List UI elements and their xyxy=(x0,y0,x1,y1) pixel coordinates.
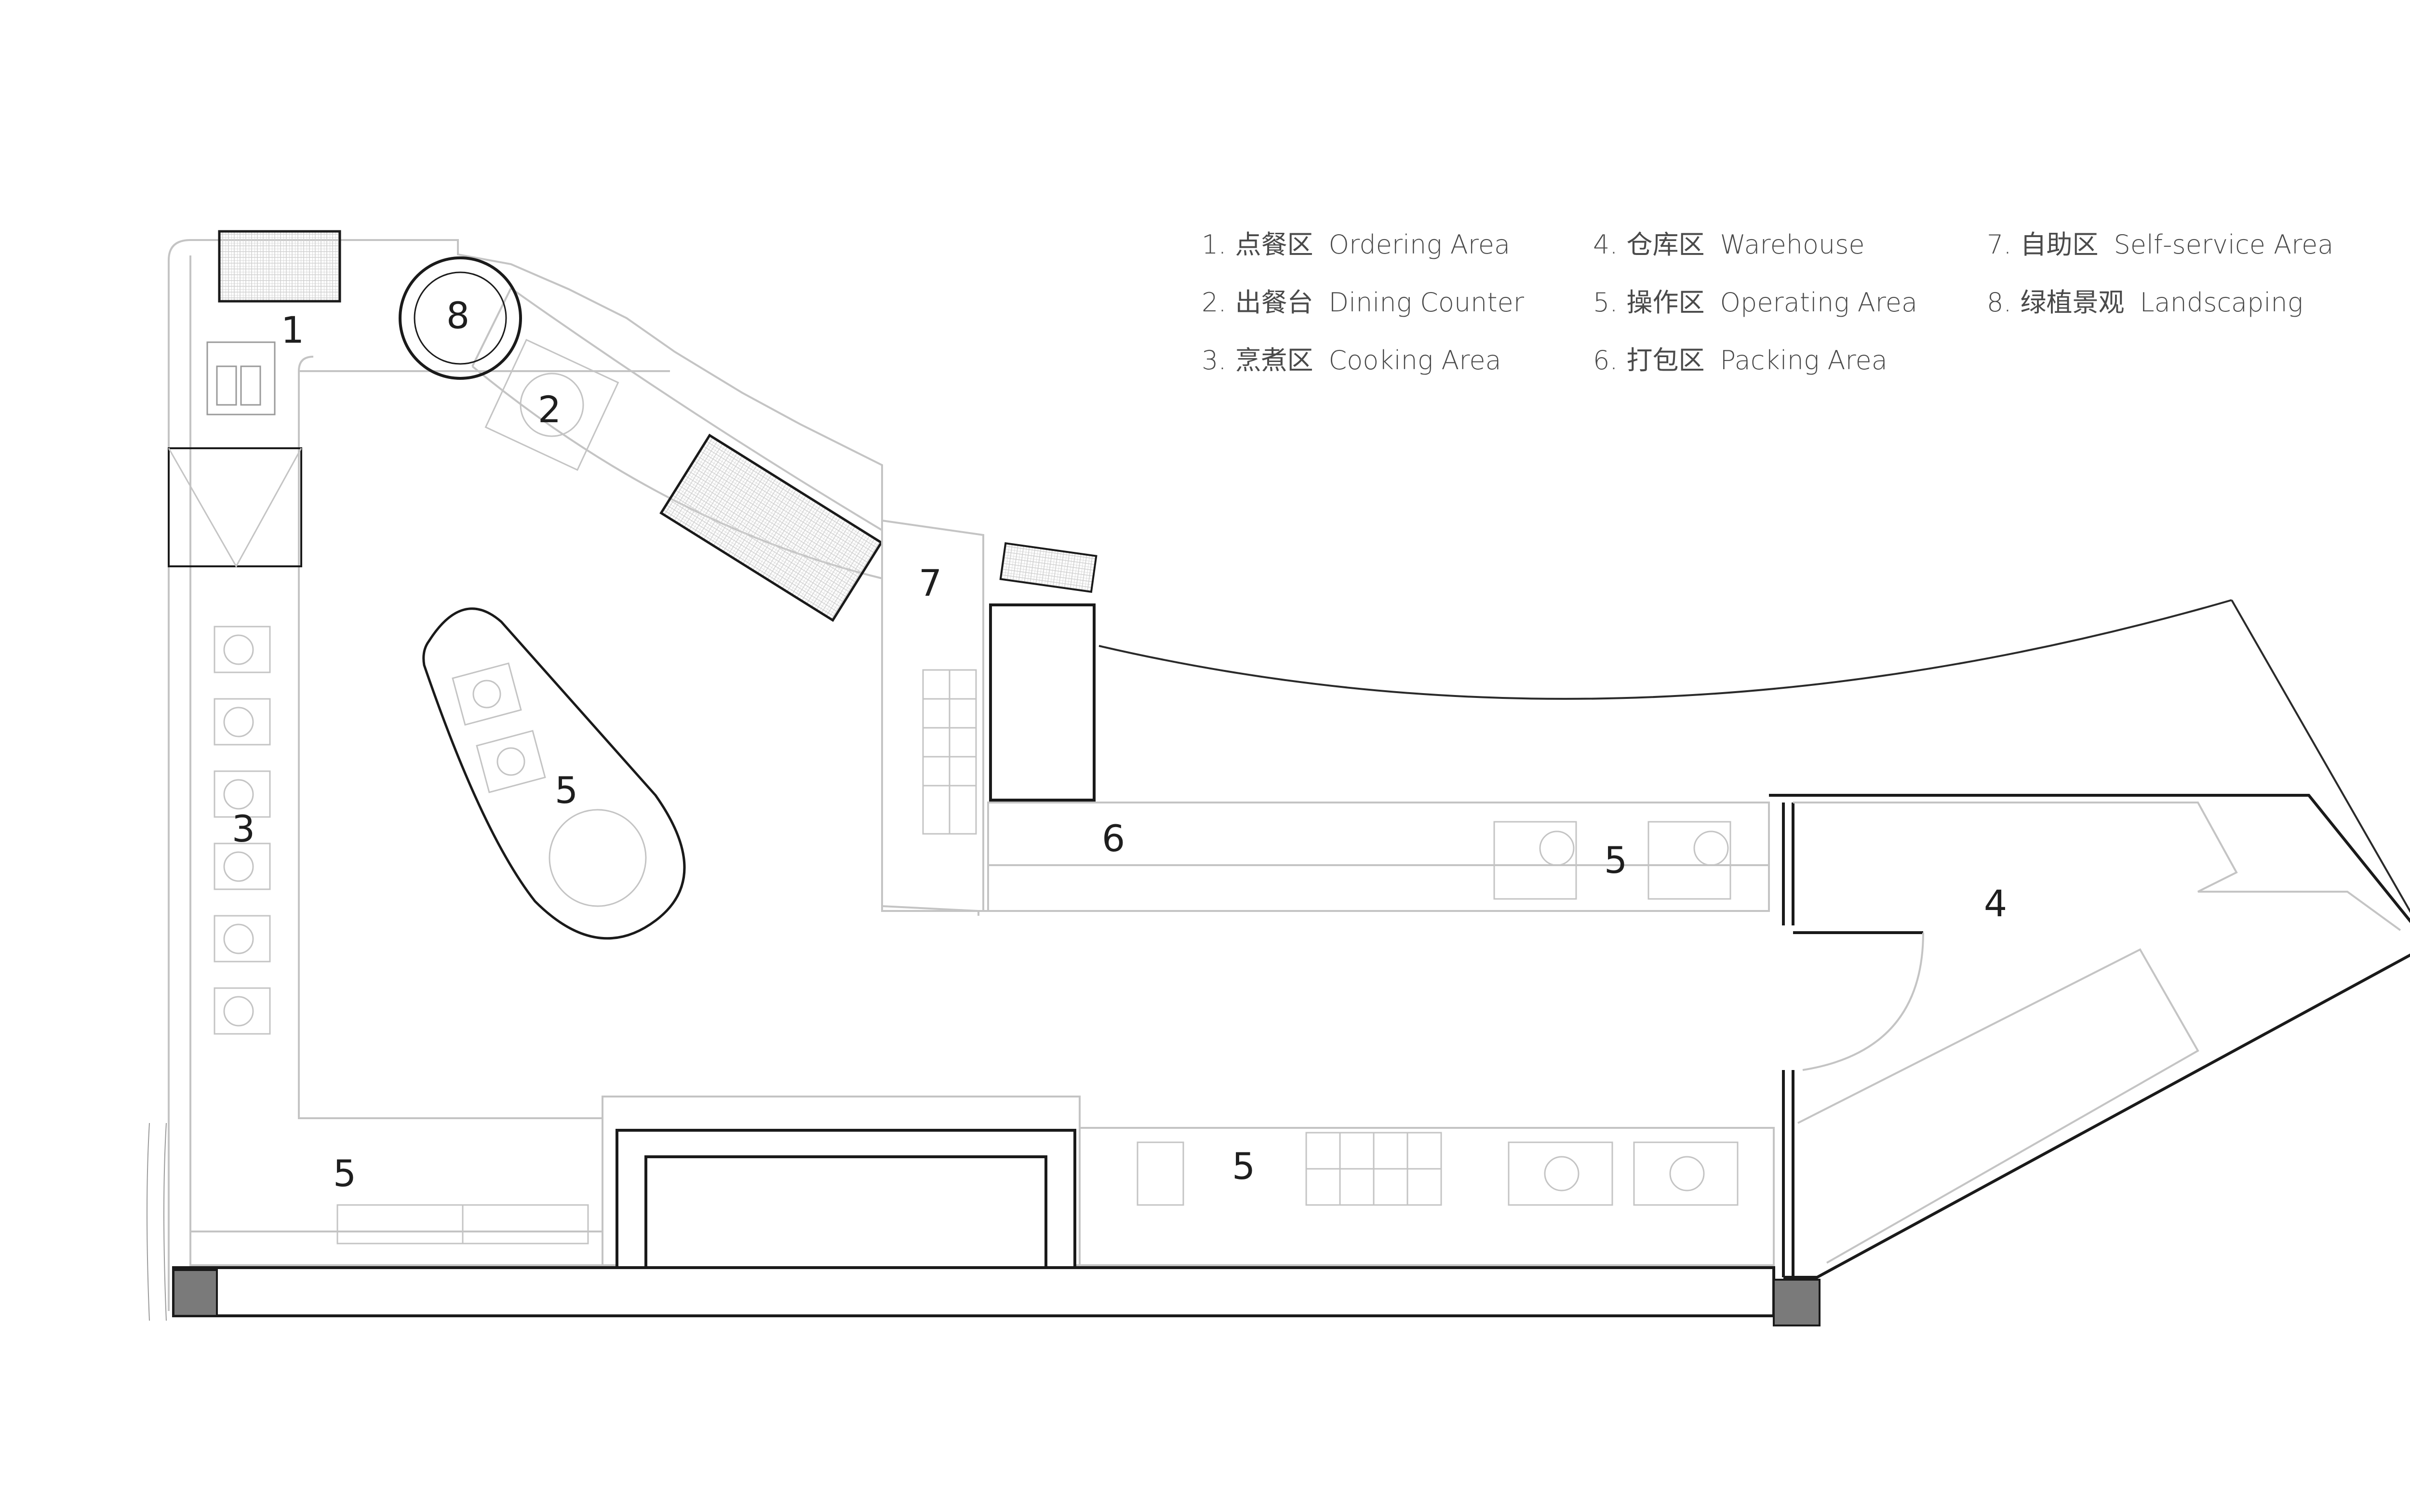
curved-facade-return xyxy=(2231,600,2410,913)
zone-label-operating-packing: 5 xyxy=(1604,839,1627,882)
operating-island xyxy=(422,607,686,940)
self-service xyxy=(881,520,988,912)
landscaping-planter xyxy=(399,256,522,380)
bottom-fixtures xyxy=(336,1132,1739,1244)
zone-label-landscaping: 8 xyxy=(446,294,469,337)
column-right xyxy=(1773,1279,1821,1326)
zone-label-operating-left: 5 xyxy=(333,1152,356,1195)
zone-label-dining-counter: 2 xyxy=(538,388,561,431)
column-left xyxy=(173,1269,218,1317)
zone-label-ordering: 1 xyxy=(281,308,304,351)
zone-label-warehouse: 4 xyxy=(1984,882,2007,925)
self-service-racks xyxy=(922,669,977,835)
warehouse-interior xyxy=(1793,802,2401,1264)
cooking-burners xyxy=(214,626,271,1035)
operating-island-sinks xyxy=(452,662,647,907)
zone-label-operating-bottom: 5 xyxy=(1232,1145,1255,1188)
zone-label-packing: 6 xyxy=(1102,817,1125,860)
left-entrance xyxy=(168,447,302,568)
central-opening-inner xyxy=(644,1155,1047,1269)
curved-facade xyxy=(1098,599,2232,700)
zone-label-cooking: 3 xyxy=(232,807,255,850)
cash-register xyxy=(206,341,276,415)
bottom-wall xyxy=(172,1266,1775,1317)
packing-counter xyxy=(987,802,1770,912)
operating-right-sinks xyxy=(1493,821,1731,900)
self-service-display xyxy=(999,542,1098,593)
zone-label-self-service: 7 xyxy=(919,562,942,604)
zone-label-operating-island: 5 xyxy=(555,769,578,812)
dining-counter-sink xyxy=(484,339,619,471)
left-facade-chain xyxy=(147,1123,167,1321)
dining-counter-hatch xyxy=(659,433,883,622)
warehouse-walls xyxy=(1769,794,2410,1279)
self-service-fridge xyxy=(989,603,1096,802)
ordering-hatch xyxy=(218,230,341,303)
